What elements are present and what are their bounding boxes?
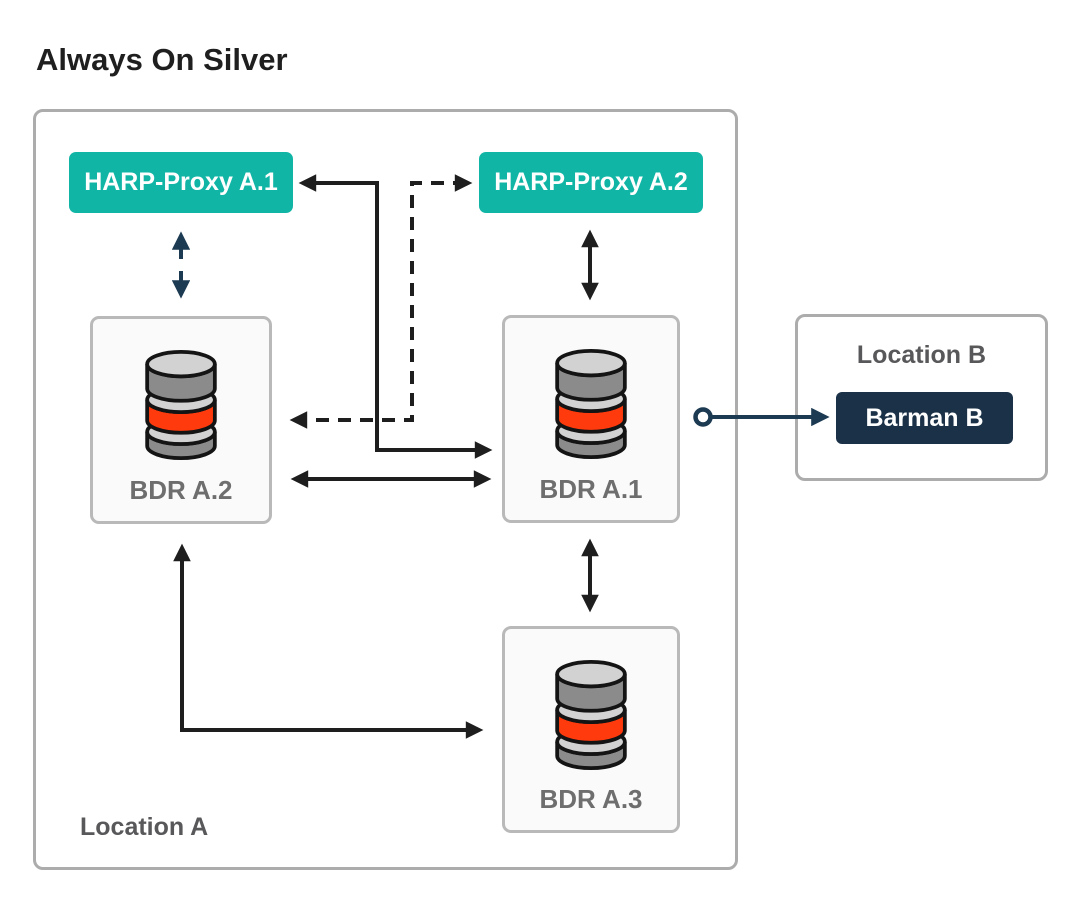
harp-proxy-a2-label: HARP-Proxy A.2 [494,168,688,196]
node-harp-proxy-a1: HARP-Proxy A.1 [69,152,293,213]
location-a-label: Location A [80,813,209,841]
node-bdr-a1: BDR A.1 [502,315,680,523]
bdr-a2-label: BDR A.2 [129,475,233,505]
location-b-label: Location B [856,341,987,369]
database-icon [555,349,627,460]
node-bdr-a2: BDR A.2 [90,316,272,524]
barman-b-label: Barman B [865,403,984,432]
node-bdr-a3: BDR A.3 [502,626,680,833]
node-harp-proxy-a2: HARP-Proxy A.2 [479,152,703,213]
location-a-container: Location A [33,109,738,870]
bdr-a1-label: BDR A.1 [539,474,643,504]
harp-proxy-a1-label: HARP-Proxy A.1 [84,168,278,196]
node-barman-b: Barman B [836,392,1013,444]
database-icon [555,660,627,771]
diagram-title: Always On Silver [36,42,288,77]
location-b-container: Location B Barman B [795,314,1048,481]
bdr-a3-label: BDR A.3 [539,784,643,814]
database-icon [145,350,217,461]
